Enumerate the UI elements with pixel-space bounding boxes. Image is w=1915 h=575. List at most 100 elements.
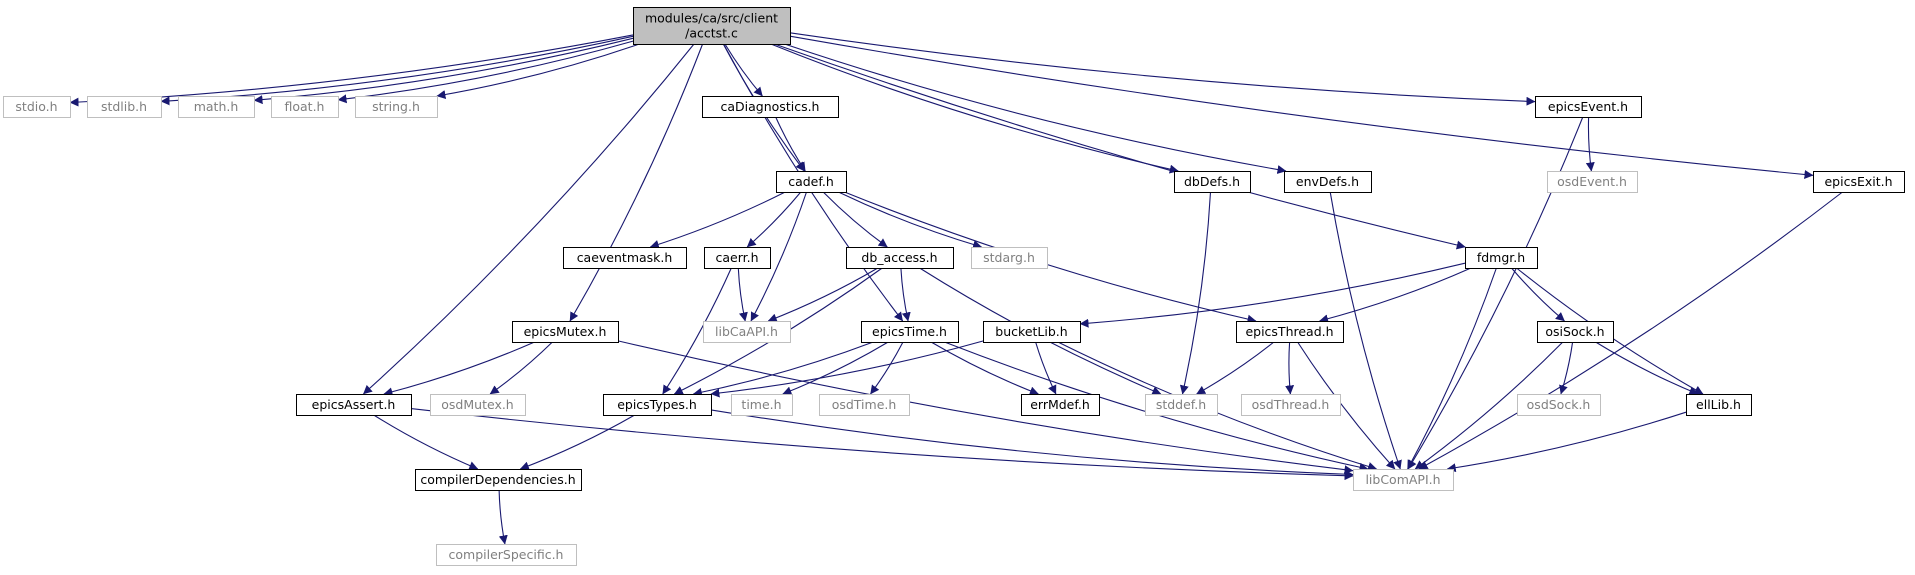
node-box-epicsAssert: [296, 394, 412, 416]
node-label-bucketLib: bucketLib.h: [995, 324, 1067, 339]
edge-epicsAssert-to-libComAPI: [410, 408, 1354, 481]
edge-epicsThread-to-libComAPI: [1297, 341, 1396, 470]
node-float: float.h: [271, 96, 339, 118]
node-epicsTime[interactable]: epicsTime.h: [861, 321, 959, 343]
node-label-osdSock: osdSock.h: [1527, 397, 1591, 412]
edge-acctst-to-epicsEvent: [789, 32, 1536, 106]
node-label-stdio: stdio.h: [15, 99, 57, 114]
node-stdarg: stdarg.h: [971, 247, 1048, 269]
edge-caerr-to-epicsTypes: [662, 267, 732, 395]
node-label-fdmgr: fdmgr.h: [1477, 250, 1525, 265]
node-box-osdEvent: [1547, 171, 1638, 193]
node-box-envDefs: [1284, 171, 1372, 193]
node-box-math: [178, 96, 255, 118]
edge-ellLib-to-libComAPI: [1446, 411, 1687, 473]
edge-cadef-to-libCaAPI: [750, 191, 808, 322]
edge-osiSock-to-osdSock: [1559, 341, 1574, 395]
node-caerr[interactable]: caerr.h: [704, 247, 771, 269]
node-label-envDefs: envDefs.h: [1296, 174, 1359, 189]
node-label-libComAPI: libComAPI.h: [1365, 472, 1440, 487]
node-box-osdMutex: [430, 394, 526, 416]
node-box-epicsTypes: [603, 394, 712, 416]
node-epicsTypes[interactable]: epicsTypes.h: [603, 394, 712, 416]
node-osdMutex: osdMutex.h: [430, 394, 526, 416]
node-errMdef[interactable]: errMdef.h: [1021, 394, 1100, 416]
node-label-caerr: caerr.h: [715, 250, 758, 265]
node-box-libCaAPI: [703, 321, 791, 343]
node-stdio: stdio.h: [3, 96, 71, 118]
node-osdThread: osdThread.h: [1241, 394, 1341, 416]
node-label-float: float.h: [285, 99, 325, 114]
node-label-dbDefs: dbDefs.h: [1184, 174, 1240, 189]
node-box-caerr: [704, 247, 771, 269]
node-osiSock[interactable]: osiSock.h: [1537, 321, 1614, 343]
node-epicsEvent[interactable]: epicsEvent.h: [1535, 96, 1642, 118]
node-label-stdarg: stdarg.h: [983, 250, 1035, 265]
node-box-libComAPI: [1353, 469, 1454, 491]
edge-compilerDependencies-to-compilerSpecific: [498, 489, 508, 545]
node-caDiagnostics[interactable]: caDiagnostics.h: [702, 96, 839, 118]
edge-epicsTime-to-epicsTypes: [692, 341, 874, 397]
node-label-stddef: stddef.h: [1156, 397, 1206, 412]
node-compilerDependencies[interactable]: compilerDependencies.h: [415, 469, 582, 491]
node-box-time: [731, 394, 793, 416]
node-label-ellLib: ellLib.h: [1696, 397, 1741, 412]
edge-epicsTypes-to-compilerDependencies: [519, 414, 635, 471]
edge-bucketLib-to-epicsTypes: [710, 340, 984, 398]
node-label-time: time.h: [741, 397, 781, 412]
node-box-stdarg: [971, 247, 1048, 269]
node-box-caDiagnostics: [702, 96, 839, 118]
node-epicsExit[interactable]: epicsExit.h: [1813, 171, 1905, 193]
node-bucketLib[interactable]: bucketLib.h: [983, 321, 1081, 343]
edge-fdmgr-to-libComAPI: [1407, 267, 1497, 470]
edge-epicsEvent-to-libComAPI: [1407, 116, 1584, 470]
edge-acctst-to-epicsMutex: [569, 43, 704, 322]
node-ellLib[interactable]: ellLib.h: [1686, 394, 1752, 416]
node-label-epicsEvent: epicsEvent.h: [1548, 99, 1628, 114]
edge-envDefs-to-libComAPI: [1329, 191, 1402, 470]
node-label-stdlib: stdlib.h: [101, 99, 147, 114]
edge-caDiagnostics-to-cadef: [775, 116, 806, 172]
node-epicsMutex[interactable]: epicsMutex.h: [512, 321, 619, 343]
node-label-epicsTime: epicsTime.h: [872, 324, 947, 339]
edge-db_access-to-epicsTime: [900, 267, 911, 322]
node-envDefs[interactable]: envDefs.h: [1284, 171, 1372, 193]
node-box-acctst: [633, 7, 791, 45]
edge-epicsTime-to-time: [782, 341, 889, 396]
node-label-osdEvent: osdEvent.h: [1557, 174, 1627, 189]
edge-epicsAssert-to-compilerDependencies: [373, 414, 479, 470]
node-box-float: [271, 96, 339, 118]
node-cadef[interactable]: cadef.h: [776, 171, 847, 193]
node-box-compilerDependencies: [415, 469, 582, 491]
edge-fdmgr-to-epicsThread: [1319, 267, 1472, 324]
node-label-caDiagnostics: caDiagnostics.h: [721, 99, 820, 114]
node-box-epicsTime: [861, 321, 959, 343]
node-libComAPI: libComAPI.h: [1353, 469, 1454, 491]
node-time: time.h: [731, 394, 793, 416]
edge-epicsMutex-to-epicsAssert: [383, 341, 535, 397]
node-db_access[interactable]: db_access.h: [846, 247, 954, 269]
node-stddef: stddef.h: [1145, 394, 1218, 416]
node-dbDefs[interactable]: dbDefs.h: [1174, 171, 1251, 193]
node-label-acctst-line2: /acctst.c: [685, 26, 738, 41]
edge-osiSock-to-ellLib: [1595, 341, 1699, 395]
edge-fdmgr-to-osiSock: [1511, 267, 1565, 322]
node-fdmgr[interactable]: fdmgr.h: [1465, 247, 1538, 269]
node-box-epicsThread: [1236, 321, 1344, 343]
node-label-string: string.h: [372, 99, 420, 114]
edge-acctst-to-string: [436, 43, 640, 99]
node-epicsAssert[interactable]: epicsAssert.h: [296, 394, 412, 416]
node-caeventmask[interactable]: caeventmask.h: [563, 247, 687, 269]
edge-caerr-to-libCaAPI: [737, 267, 748, 322]
node-box-osdTime: [819, 394, 910, 416]
node-epicsThread[interactable]: epicsThread.h: [1236, 321, 1344, 343]
node-compilerSpecific: compilerSpecific.h: [436, 544, 577, 566]
node-box-stddef: [1145, 394, 1218, 416]
node-string: string.h: [355, 96, 438, 118]
node-box-epicsExit: [1813, 171, 1905, 193]
edge-cadef-to-stdarg: [838, 191, 983, 249]
node-acctst[interactable]: modules/ca/src/client/acctst.c: [633, 7, 791, 45]
edge-acctst-to-float: [337, 40, 634, 104]
edge-epicsMutex-to-osdMutex: [489, 341, 553, 395]
